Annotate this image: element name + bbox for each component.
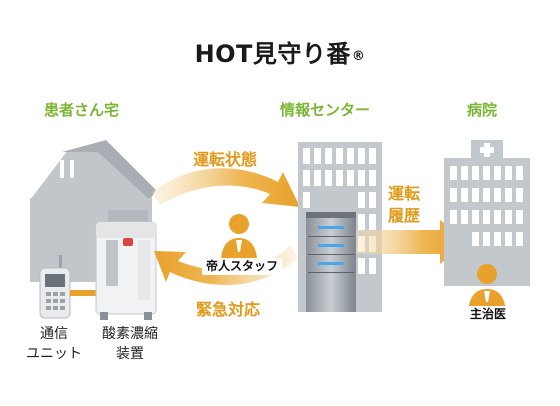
label-comm-unit-line2: ユニット — [26, 346, 82, 362]
operation-status-arrow — [152, 168, 300, 207]
page-title: HOT見守り番® — [0, 34, 560, 69]
emergency-response-arrow — [154, 246, 298, 285]
badge-teijin-staff: 帝人スタッフ — [202, 258, 283, 275]
badge-attending-doctor: 主治医 — [466, 306, 511, 323]
label-oxygen-concentrator-line1: 酸素濃縮 — [102, 326, 158, 342]
section-info-center: 情報センター — [280, 101, 371, 119]
server-icon — [306, 212, 356, 312]
label-operation-history-line2: 履歴 — [388, 206, 421, 225]
section-patient-home: 患者さん宅 — [44, 101, 120, 119]
staff-person-icon — [221, 214, 257, 262]
label-emergency-response: 緊急対応 — [196, 300, 261, 319]
label-oxygen-concentrator: 酸素濃縮 装置 — [90, 324, 170, 364]
title-text: HOT見守り番 — [194, 40, 351, 68]
operation-history-arrow — [356, 220, 468, 264]
comm-unit-icon — [39, 255, 98, 319]
label-comm-unit-line1: 通信 — [40, 326, 68, 342]
registered-mark: ® — [351, 49, 366, 64]
label-comm-unit: 通信 ユニット — [22, 324, 86, 364]
section-hospital: 病院 — [467, 101, 498, 119]
label-operation-history-line1: 運転 — [388, 184, 421, 203]
label-oxygen-concentrator-line2: 装置 — [116, 346, 144, 362]
oxygen-concentrator-icon — [95, 221, 157, 320]
label-operation-history: 運転 履歴 — [388, 183, 420, 227]
label-operation-status: 運転状態 — [193, 150, 258, 169]
